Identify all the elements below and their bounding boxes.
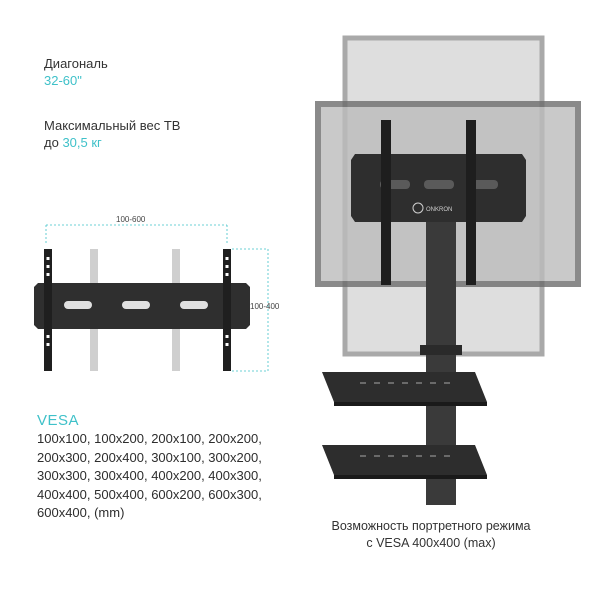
arm-holes (46, 257, 229, 346)
stand-arm-left (381, 120, 391, 285)
portrait-caption-line2: с VESA 400x400 (max) (366, 536, 496, 550)
diagonal-label: Диагональ (44, 56, 108, 71)
logo-icon (412, 202, 424, 214)
mount-arms (44, 249, 231, 371)
brand-logo: ONKRON (426, 207, 452, 213)
portrait-caption: Возможность портретного режима с VESA 40… (296, 518, 566, 552)
plate-slots (64, 301, 208, 309)
max-weight-label: Максимальный вес ТВ (44, 118, 181, 133)
vesa-title: VESA (37, 412, 80, 429)
max-weight-prefix: до (44, 135, 63, 150)
diagonal-value: 32-60" (44, 73, 82, 88)
dimension-vertical: 100-400 (250, 302, 280, 311)
vesa-mount-diagram (34, 224, 269, 372)
dimension-guides (45, 224, 269, 372)
lower-shelf (322, 445, 487, 479)
upper-shelf (322, 372, 487, 406)
vesa-sizes-list: 100x100, 100x200, 200x100, 200x200, 200x… (37, 431, 262, 520)
stand-arm-right (466, 120, 476, 285)
pole-clamp (420, 345, 462, 355)
max-weight-line: до 30,5 кг (44, 134, 102, 151)
max-weight-value: 30,5 кг (62, 135, 102, 150)
dimension-horizontal: 100-600 (116, 215, 146, 224)
bracket-slots (380, 180, 498, 189)
tv-stand-illustration: ONKRON (315, 35, 581, 505)
portrait-caption-line1: Возможность портретного режима (331, 519, 531, 533)
